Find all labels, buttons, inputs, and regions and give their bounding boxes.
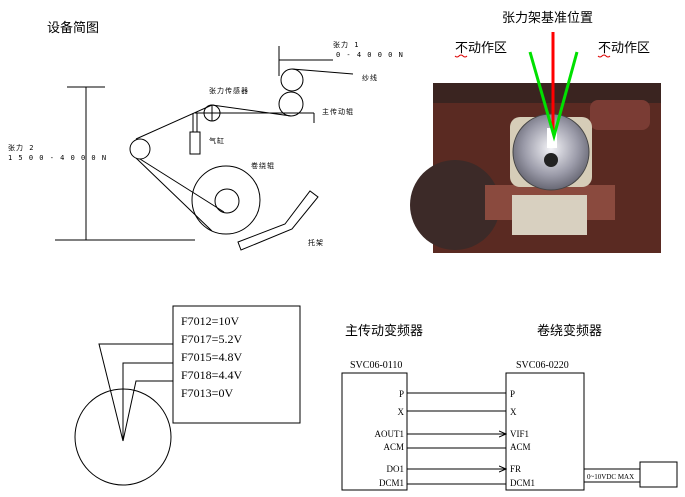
winder-terminal: X	[510, 407, 517, 417]
deadzone-right-label: 不动作区	[598, 41, 650, 56]
gauge-pointer	[547, 128, 557, 148]
sketch-title: 设备简图	[47, 20, 99, 36]
winder-terminal: VIF1	[510, 429, 529, 439]
parameter-diagram: F7012=10V F7017=5.2V F7015=4.8V F7018=4.…	[74, 305, 301, 486]
main-inverter-title: 主传动变频器	[345, 323, 423, 339]
output-device-box	[639, 461, 678, 488]
yarn-label: 纱线	[362, 73, 378, 82]
equipment-sketch: 设备简图 张力 2 1 5 0 0 - 4 0 0 0 N 气缸 张力 1 0 …	[8, 20, 404, 251]
winder-terminal: ACM	[510, 442, 531, 452]
yarn-path-inner	[139, 158, 225, 213]
tension2-range: 1 5 0 0 - 4 0 0 0 N	[8, 154, 107, 162]
output-voltage-label: 0~10VDC MAX	[587, 473, 634, 481]
bracket	[237, 190, 319, 251]
photo-wheel	[410, 160, 500, 250]
photo-terminal-box	[512, 195, 587, 235]
yarn-line	[291, 68, 354, 75]
top-roller	[280, 68, 304, 92]
parameter-box	[172, 305, 301, 424]
deadzone-lines	[528, 51, 579, 142]
winder-inverter-title: 卷绕变频器	[537, 323, 602, 339]
pointer-line-lower	[122, 380, 173, 442]
main-drive-roller-label: 主传动辊	[322, 107, 354, 116]
winder-terminal: DCM1	[510, 478, 535, 488]
reference-position-label: 张力架基准位置	[502, 11, 593, 26]
cylinder-label: 气缸	[209, 136, 225, 145]
pointer-line-middle	[122, 362, 173, 441]
winder-terminal: P	[510, 389, 515, 399]
winding-roller-core	[214, 188, 240, 214]
bracket-label: 托架	[308, 238, 324, 247]
gauge-hub	[544, 153, 558, 167]
winding-roller	[191, 165, 261, 235]
main-terminal: ACM	[383, 442, 404, 452]
main-inverter-model: SVC06-0110	[350, 360, 402, 371]
main-terminal: AOUT1	[375, 429, 405, 439]
tension1-range: 0 - 4 0 0 0 N	[336, 51, 404, 59]
photo-shadow	[433, 83, 661, 103]
tension2-label: 张力 2	[8, 143, 34, 152]
yarn-path-upper	[135, 104, 292, 140]
tension-sensor-label: 张力传感器	[209, 86, 249, 95]
main-inverter-box	[341, 372, 408, 491]
main-drive-roller	[278, 91, 304, 117]
param-item: F7015=4.8V	[181, 350, 242, 364]
cylinder	[189, 131, 201, 155]
winder-inverter-model: SVC06-0220	[516, 360, 569, 371]
main-terminal: DCM1	[379, 478, 404, 488]
main-terminal: P	[399, 389, 404, 399]
spellcheck-underline	[454, 54, 468, 58]
tension1-label: 张力 1	[333, 40, 359, 49]
deadzone-left-label: 不动作区	[455, 41, 507, 56]
spellcheck-underline	[597, 54, 611, 58]
main-terminal: DO1	[387, 464, 405, 474]
winder-terminal: FR	[510, 464, 521, 474]
param-item: F7017=5.2V	[181, 332, 242, 346]
pointer-line-upper	[98, 343, 173, 442]
tension-frame-photo: 张力架基准位置 不动作区 不动作区	[410, 11, 661, 253]
main-terminal: X	[398, 407, 405, 417]
gauge-dial	[512, 113, 590, 191]
yarn-path-outer	[135, 157, 213, 232]
winding-roller-label: 卷绕辊	[251, 161, 275, 170]
param-item: F7013=0V	[181, 386, 233, 400]
wiring-diagram: 主传动变频器 卷绕变频器 SVC06-0110 SVC06-0220 P X A…	[341, 323, 678, 491]
photo-plate	[590, 100, 650, 130]
param-item: F7018=4.4V	[181, 368, 242, 382]
param-item: F7012=10V	[181, 314, 239, 328]
guide-roller	[129, 138, 151, 160]
